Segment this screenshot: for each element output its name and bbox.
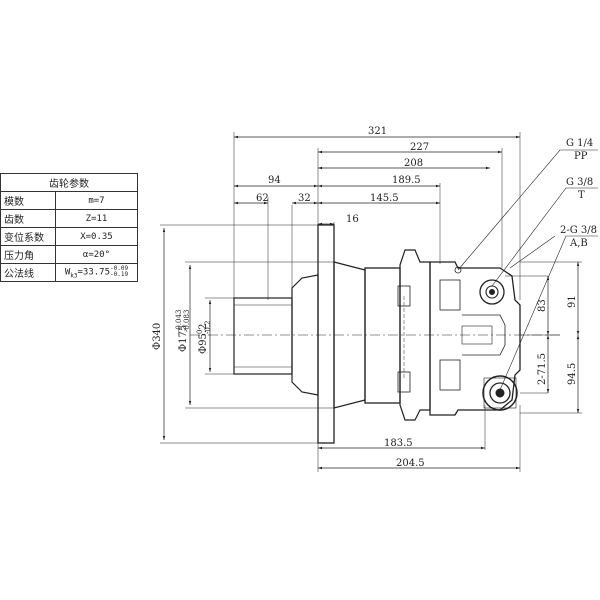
dim-208: 208: [404, 158, 423, 169]
dim-phi-175-tol-upper: -0.043: [175, 310, 183, 332]
dim-204-5: 204.5: [396, 458, 425, 469]
span-sub: k3: [70, 272, 78, 280]
dim-145-5: 145.5: [370, 193, 399, 204]
dim-321: 321: [368, 126, 387, 137]
span-w: W: [64, 267, 71, 278]
port-g14-label: G 1/4: [566, 138, 593, 149]
gear-parameter-table: 齿轮参数 模数 m=7 齿数 Z=11 变位系数 X=0.35 压力角 α=20…: [0, 173, 139, 282]
dim-94: 94: [268, 175, 281, 186]
table-row: 齿数 Z=11: [0, 209, 139, 228]
motor-body-outline: [190, 224, 560, 444]
dim-227: 227: [410, 142, 429, 153]
dim-183-5: 183.5: [384, 438, 413, 449]
span-tol-upper: -0.09: [110, 264, 129, 272]
span-tol-lower: -0.19: [110, 270, 129, 278]
dim-phi-95: Φ95.2: [198, 324, 209, 354]
port-ab-label: A,B: [569, 238, 588, 249]
dim-94-5: 94.5: [567, 363, 578, 385]
dim-phi-95-tol-upper: 0: [196, 330, 204, 334]
dim-16: 16: [346, 214, 359, 225]
param-value-span: Wk3=33.75-0.09-0.19: [54, 263, 139, 282]
table-row: 模数 m=7: [0, 191, 139, 210]
dim-32: 32: [298, 193, 311, 204]
span-main: =33.75: [77, 267, 111, 278]
leader-lines: [457, 149, 598, 391]
dim-62: 62: [256, 193, 269, 204]
table-row: 压力角 α=20°: [0, 245, 139, 264]
dim-phi-175: Φ175: [178, 325, 189, 352]
dim-phi-175-tol-lower: -0.083: [183, 310, 191, 332]
port-g38-label: G 3/8: [566, 177, 593, 188]
dim-189-5: 189.5: [392, 175, 421, 186]
dimension-lines: [162, 135, 580, 470]
dim-phi-340: Φ340: [152, 323, 163, 350]
extension-lines: [160, 132, 582, 472]
dim-83: 83: [537, 299, 548, 312]
dim-2-71-5: 2-71.5: [537, 353, 548, 385]
dim-phi-95-tol-lower: -0.2: [204, 321, 212, 335]
dim-91: 91: [567, 295, 578, 308]
port-pp-label: PP: [574, 151, 588, 162]
port-t-label: T: [578, 190, 585, 201]
table-row: 公法线 Wk3=33.75-0.09-0.19: [0, 263, 139, 282]
port-2g38-label: 2-G 3/8: [560, 225, 597, 236]
